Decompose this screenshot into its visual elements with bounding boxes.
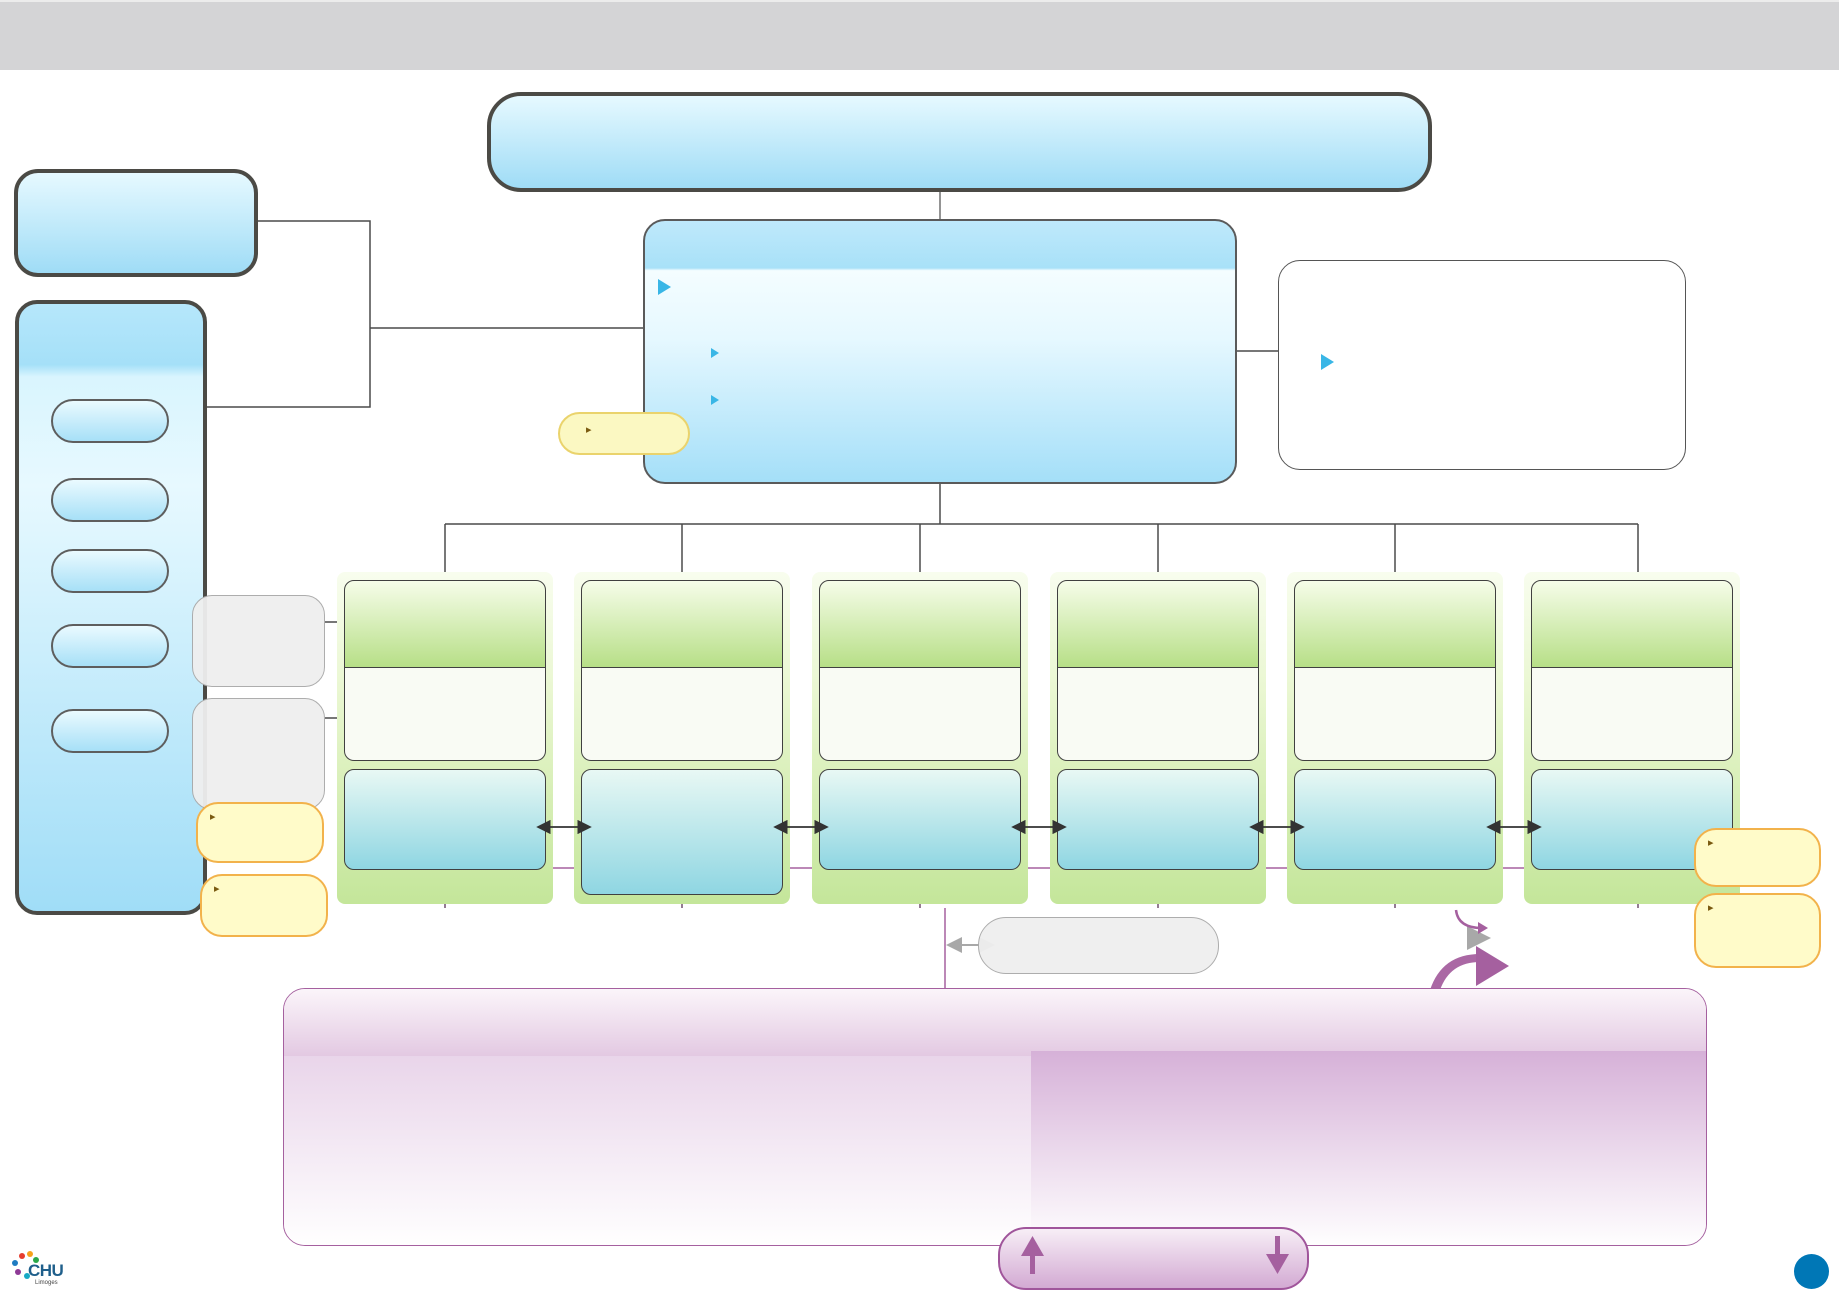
note-pin-icon: ▸ — [586, 424, 592, 436]
bullet-triangle-icon — [711, 395, 719, 405]
grey-pill — [978, 917, 1219, 974]
note-left-1[interactable]: ▸ — [196, 802, 324, 863]
column-1-body — [344, 668, 546, 761]
header-bar — [0, 0, 1839, 70]
purple-panel-left — [284, 1056, 1031, 1245]
top-title-box — [487, 92, 1432, 192]
note-left-2[interactable]: ▸ — [200, 874, 328, 937]
purple-panel — [283, 988, 1707, 1246]
left-pill-5[interactable] — [51, 709, 169, 753]
column-3-card — [819, 769, 1021, 870]
column-4-header — [1057, 580, 1259, 668]
page-corner-dot — [1794, 1254, 1829, 1289]
column-5-card — [1294, 769, 1496, 870]
logo-subtitle: Limoges — [35, 1280, 58, 1286]
center-box — [643, 219, 1237, 484]
right-info-box — [1278, 260, 1686, 470]
note-pin-icon: ▸ — [214, 883, 220, 895]
purple-bottom-pill — [998, 1227, 1309, 1290]
column-6-header — [1531, 580, 1733, 668]
column-4-body — [1057, 668, 1259, 761]
purple-panel-header — [284, 989, 1706, 1056]
left-pill-2[interactable] — [51, 478, 169, 522]
logo: CHU Limoges — [10, 1248, 72, 1292]
column-3-body — [819, 668, 1021, 761]
column-5-body — [1294, 668, 1496, 761]
column-1-header — [344, 580, 546, 668]
left-pill-1[interactable] — [51, 399, 169, 443]
note-center[interactable]: ▸ — [558, 412, 690, 455]
note-pin-icon: ▸ — [210, 811, 216, 823]
column-6-body — [1531, 668, 1733, 761]
column-2-header — [581, 580, 783, 668]
logo-flower-icon — [12, 1251, 39, 1279]
column-1-card — [344, 769, 546, 870]
note-right-1[interactable]: ▸ — [1694, 828, 1821, 887]
note-right-2[interactable]: ▸ — [1694, 893, 1821, 968]
curved-arrow-icon — [1430, 946, 1509, 990]
purple-panel-right — [1031, 1051, 1706, 1245]
column-4-card — [1057, 769, 1259, 870]
bullet-triangle-icon — [711, 348, 719, 358]
left-top-box — [14, 169, 258, 277]
note-pin-icon: ▸ — [1708, 837, 1714, 849]
column-5-header — [1294, 580, 1496, 668]
left-pill-3[interactable] — [51, 549, 169, 593]
column-3-header — [819, 580, 1021, 668]
grey-box-1 — [192, 595, 325, 687]
bullet-triangle-icon — [658, 279, 671, 295]
bullet-triangle-icon — [1321, 354, 1334, 370]
column-2-body — [581, 668, 783, 761]
logo-name: CHU — [28, 1261, 64, 1280]
left-pill-4[interactable] — [51, 624, 169, 668]
grey-box-2 — [192, 698, 325, 810]
note-pin-icon: ▸ — [1708, 902, 1714, 914]
